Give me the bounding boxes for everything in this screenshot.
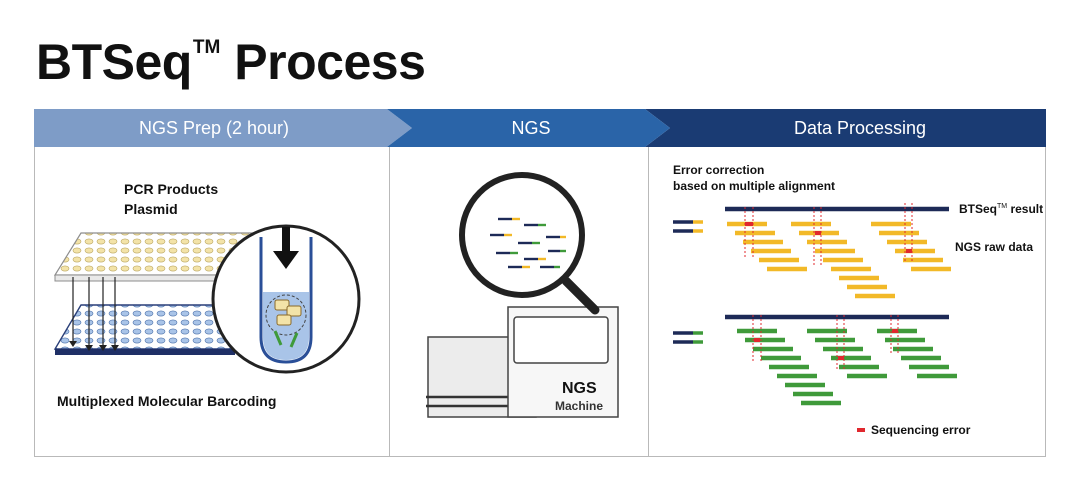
green-alignment <box>673 314 957 406</box>
pcr-products-label: PCR Products <box>124 181 219 197</box>
yellow-alignment <box>673 203 951 299</box>
step-2-label: NGS <box>511 118 551 138</box>
tube-magnifier <box>211 224 361 374</box>
panel-data-processing: Error correction based on multiple align… <box>649 147 1045 456</box>
steps-arrow-shapes <box>34 109 1046 147</box>
ngs-machine-illustration <box>426 172 619 418</box>
panel-ngs: NGS Machine <box>390 147 648 456</box>
process-steps-banner: NGS Prep (2 hour) NGS Data Processing <box>34 109 1046 147</box>
processing-heading-line1: Error correction <box>673 163 765 177</box>
barcoding-caption: Multiplexed Molecular Barcoding <box>57 393 277 409</box>
transfer-arrows <box>72 277 116 347</box>
alignment-illustration <box>673 203 957 432</box>
btseq-result-label: BTSeqTM result <box>959 202 1044 216</box>
magnifier-icon <box>459 172 600 315</box>
sequencing-error-legend-label: Sequencing error <box>871 423 971 437</box>
machine-label-machine: Machine <box>555 399 604 413</box>
plasmid-label: Plasmid <box>124 201 178 217</box>
processing-heading-line2: based on multiple alignment <box>673 179 836 193</box>
process-panels: PCR Products Plasmid <box>34 147 1046 457</box>
title-trademark: TM <box>192 37 221 58</box>
down-arrow-icon <box>273 227 299 269</box>
step-1-label: NGS Prep (2 hour) <box>138 118 290 138</box>
step-1-arrow-shape <box>34 109 412 147</box>
panel-divider-2 <box>648 147 649 456</box>
sequencing-error-legend-swatch <box>857 428 865 432</box>
title-rest: Process <box>234 34 426 90</box>
ngs-raw-data-label: NGS raw data <box>955 240 1034 254</box>
dna-fragments <box>490 217 566 269</box>
panel-ngs-prep: PCR Products Plasmid <box>35 147 389 456</box>
title-main: BTSeq <box>36 34 192 90</box>
step-3-label: Data Processing <box>793 118 927 138</box>
step-3-arrow-shape <box>645 109 1046 147</box>
step-2-arrow-shape <box>387 109 670 147</box>
machine-label-ngs: NGS <box>562 380 597 397</box>
sequencer-machine <box>426 306 619 418</box>
barcoding-illustration <box>53 224 361 374</box>
page-title: BTSeqTM Process <box>36 18 426 92</box>
panel-divider-1 <box>389 147 390 456</box>
